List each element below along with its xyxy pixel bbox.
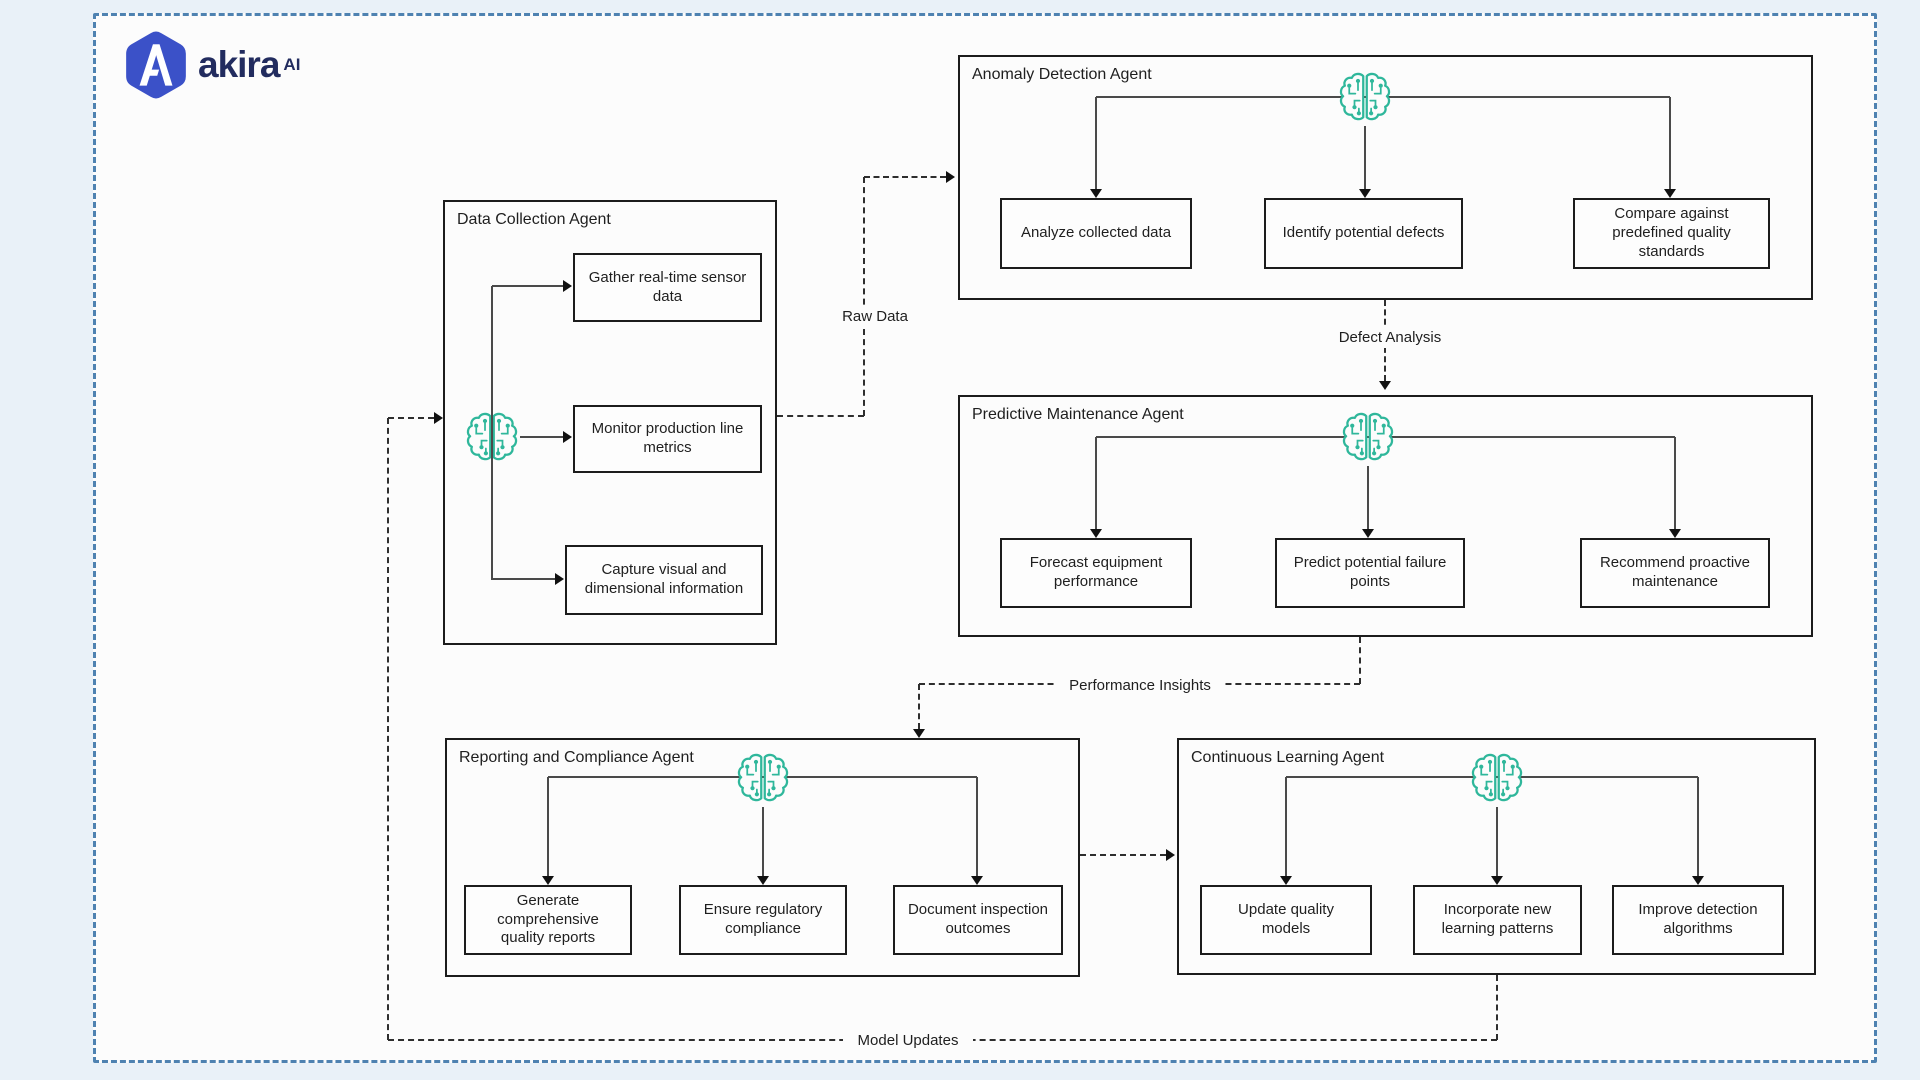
- connector-line: [1697, 777, 1699, 876]
- connector-line: [1095, 97, 1097, 189]
- connector-line: [762, 807, 764, 876]
- connector-line: [492, 578, 556, 580]
- arrowhead: [913, 729, 925, 738]
- arrowhead: [1692, 876, 1704, 885]
- task-box: Incorporate new learning patterns: [1413, 885, 1582, 955]
- arrowhead: [563, 431, 572, 443]
- agent-box-anomaly-detection: Anomaly Detection Agent: [958, 55, 1813, 300]
- agent-title: Data Collection Agent: [457, 211, 611, 228]
- connector-line: [1674, 437, 1676, 529]
- task-box: Monitor production line metrics: [573, 405, 762, 473]
- arrowhead: [1362, 529, 1374, 538]
- connector-dashed: [388, 417, 434, 419]
- connector-line: [547, 777, 549, 876]
- arrowhead: [563, 280, 572, 292]
- connector-dashed: [1496, 975, 1498, 1040]
- arrowhead: [1280, 876, 1292, 885]
- connector-line: [491, 286, 493, 580]
- brain-icon: [735, 751, 791, 807]
- arrowhead: [1166, 849, 1175, 861]
- arrowhead: [434, 412, 443, 424]
- arrowhead: [542, 876, 554, 885]
- brain-icon: [1337, 70, 1393, 126]
- task-box: Compare against predefined quality stand…: [1573, 198, 1770, 269]
- connector-dashed: [918, 684, 920, 729]
- agent-box-reporting-compliance: Reporting and Compliance Agent: [445, 738, 1080, 977]
- agent-title: Anomaly Detection Agent: [972, 66, 1152, 83]
- connector-line: [976, 777, 978, 876]
- task-box: Ensure regulatory compliance: [679, 885, 847, 955]
- brand-name: akira: [198, 44, 280, 85]
- connector-line: [548, 776, 977, 778]
- connector-line: [1496, 807, 1498, 876]
- task-box: Generate comprehensive quality reports: [464, 885, 632, 955]
- connector-dashed: [863, 177, 865, 416]
- agent-box-data-collection: Data Collection Agent: [443, 200, 777, 645]
- task-box: Predict potential failure points: [1275, 538, 1465, 608]
- arrowhead: [1090, 529, 1102, 538]
- arrowhead: [971, 876, 983, 885]
- connector-line: [520, 436, 564, 438]
- connector-line: [1285, 777, 1287, 876]
- arrowhead: [1359, 189, 1371, 198]
- arrowhead: [946, 171, 955, 183]
- agent-title: Continuous Learning Agent: [1191, 749, 1385, 766]
- connector-line: [492, 285, 563, 287]
- arrowhead: [555, 573, 564, 585]
- task-box: Recommend proactive maintenance: [1580, 538, 1770, 608]
- connector-line: [1095, 437, 1097, 529]
- connector-line: [1367, 466, 1369, 529]
- arrowhead: [757, 876, 769, 885]
- connector-label-defect-analysis: Defect Analysis: [1322, 328, 1458, 348]
- arrowhead: [1669, 529, 1681, 538]
- task-box: Forecast equipment performance: [1000, 538, 1192, 608]
- brain-icon: [1469, 751, 1525, 807]
- task-box: Analyze collected data: [1000, 198, 1192, 269]
- connector-dashed: [777, 415, 864, 417]
- task-box: Identify potential defects: [1264, 198, 1463, 269]
- connector-dashed: [864, 176, 946, 178]
- connector-label-performance-insights: Performance Insights: [1057, 676, 1223, 696]
- arrowhead: [1090, 189, 1102, 198]
- connector-label-model-updates: Model Updates: [843, 1031, 973, 1051]
- connector-dashed: [387, 418, 389, 1040]
- arrowhead: [1491, 876, 1503, 885]
- agent-box-continuous-learning: Continuous Learning Agent: [1177, 738, 1816, 975]
- agent-title: Reporting and Compliance Agent: [459, 749, 694, 766]
- connector-dashed: [1080, 854, 1166, 856]
- connector-label-raw-data: Raw Data: [829, 307, 921, 327]
- brand-superscript: AI: [283, 55, 301, 74]
- arrowhead: [1664, 189, 1676, 198]
- connector-line: [1669, 97, 1671, 189]
- agent-title: Predictive Maintenance Agent: [972, 406, 1184, 423]
- task-box: Gather real-time sensor data: [573, 253, 762, 322]
- task-box: Improve detection algorithms: [1612, 885, 1784, 955]
- connector-dashed: [1359, 637, 1361, 684]
- brain-icon: [1340, 410, 1396, 466]
- task-box: Update quality models: [1200, 885, 1372, 955]
- task-box: Capture visual and dimensional informati…: [565, 545, 763, 615]
- brand-logo-icon: [124, 30, 188, 100]
- agent-box-predictive-maintenance: Predictive Maintenance Agent: [958, 395, 1813, 637]
- arrowhead: [1379, 381, 1391, 390]
- task-box: Document inspection outcomes: [893, 885, 1063, 955]
- connector-line: [1364, 126, 1366, 189]
